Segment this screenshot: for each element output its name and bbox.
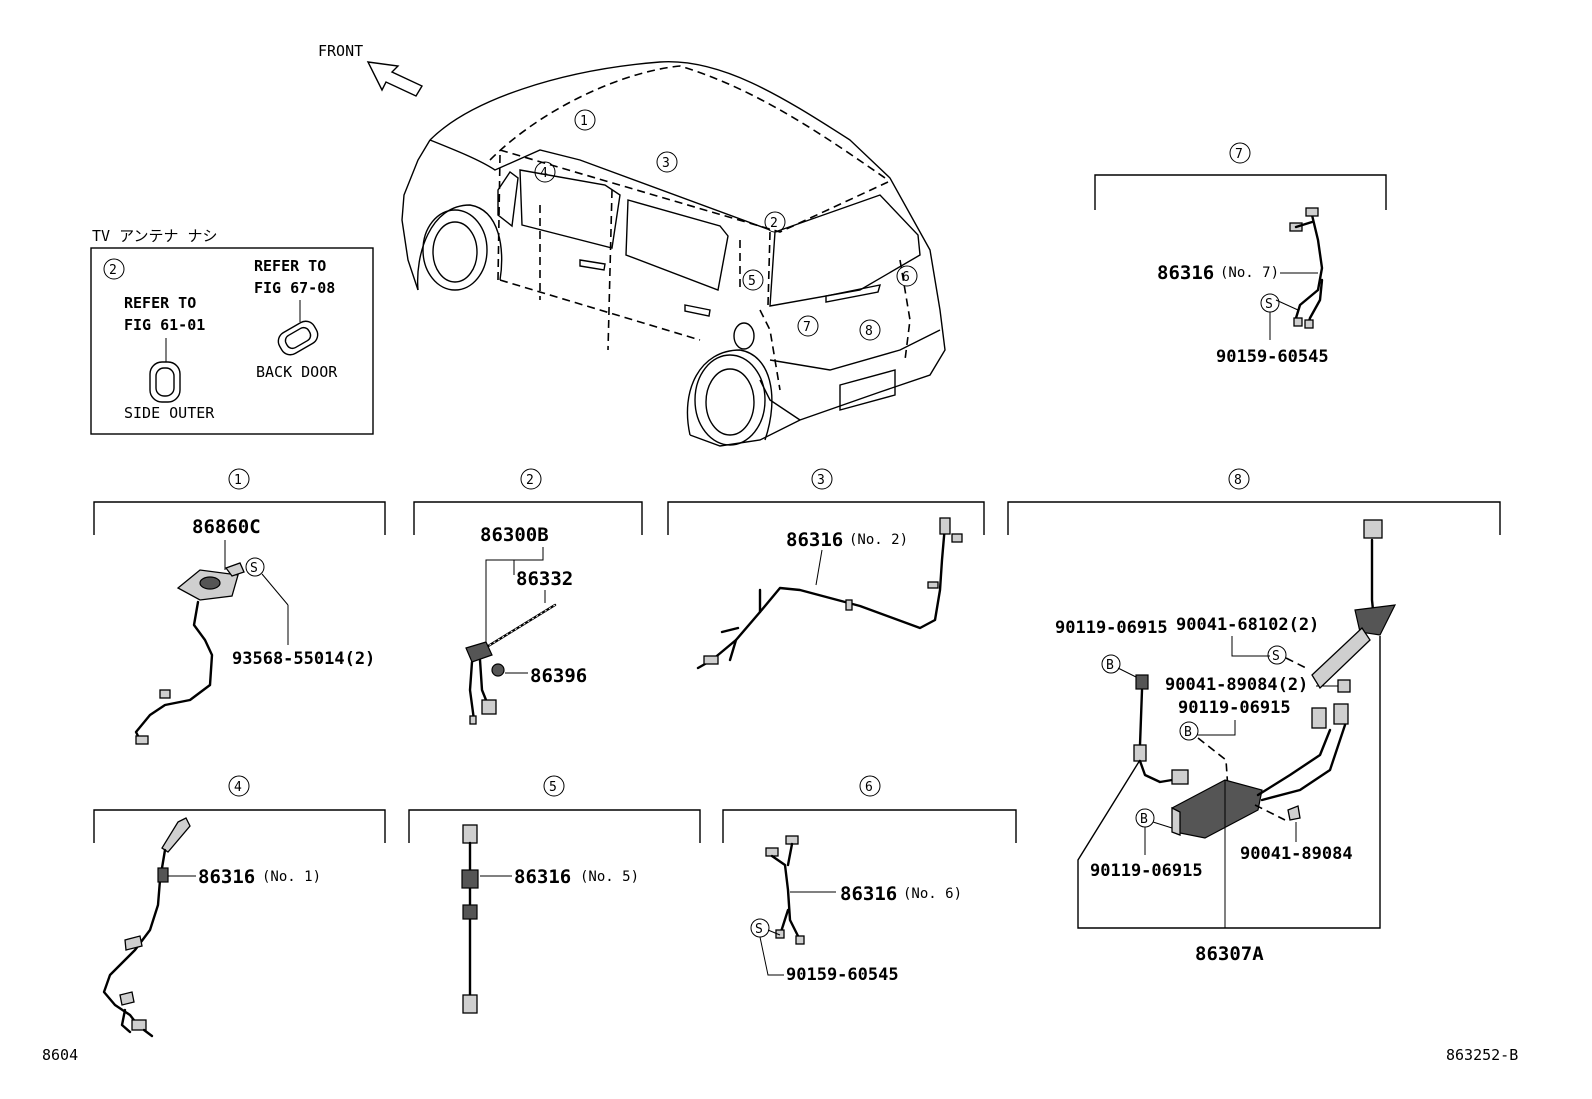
inset-back-door: BACK DOOR: [256, 363, 338, 381]
inset-ref-right-1: REFER TO: [254, 257, 326, 275]
inset-side-outer: SIDE OUTER: [124, 404, 215, 422]
inset-marker: 2: [109, 263, 117, 278]
vehicle-illustration: 1 3 4 2 5 6 7 8: [401, 61, 946, 447]
car-marker-8: 8: [865, 324, 873, 339]
group-6-s-symbol: S: [755, 922, 763, 937]
group-1-part-86860c: 86860C: [192, 516, 261, 538]
inset-ref-left-1: REFER TO: [124, 294, 196, 312]
group-7-marker: 7: [1235, 147, 1243, 162]
group-2-part-86332: 86332: [516, 568, 573, 590]
group-5: 5 86316 (No. 5): [408, 775, 701, 1014]
front-label: FRONT: [318, 42, 363, 60]
group-5-part-no5: (No. 5): [580, 869, 639, 885]
group-2-marker: 2: [526, 473, 534, 488]
group-4-part-86316: 86316: [198, 866, 255, 888]
group-6-part-screw: 90159-60545: [786, 965, 899, 985]
group-7-part-86316: 86316: [1157, 262, 1214, 284]
group-8-part-90119-c: 90119-06915: [1090, 861, 1203, 881]
car-marker-1: 1: [580, 114, 588, 129]
group-4-marker: 4: [234, 780, 242, 795]
group-8-part-90041-89084-2: 90041-89084(2): [1165, 675, 1308, 695]
front-indicator: FRONT: [318, 42, 423, 97]
group-7: 7 86316 (No. 7) S 90159-60545: [1094, 142, 1387, 367]
car-markers: 1 3 4 2 5 6 7 8: [534, 109, 918, 341]
group-8-b-symbol-1: B: [1106, 658, 1114, 673]
group-2: 2 86300B 86332 86396: [413, 468, 643, 725]
group-4-part-no1: (No. 1): [262, 869, 321, 885]
inset-ref-right-2: FIG 67-08: [254, 279, 335, 297]
group-8-part-90041-68102: 90041-68102(2): [1176, 615, 1319, 635]
group-8-part-90041-89084: 90041-89084: [1240, 844, 1353, 864]
group-1-part-screw: 93568-55014(2): [232, 649, 375, 669]
car-marker-6: 6: [902, 270, 910, 285]
group-2-part-86396: 86396: [530, 665, 587, 687]
group-6-part-no6: (No. 6): [903, 886, 962, 902]
group-3: 3 86316 (No. 2): [667, 468, 985, 670]
group-1-s-symbol: S: [250, 561, 258, 576]
group-6: 6 86316 (No. 6) S 90159-60545: [722, 775, 1017, 985]
group-5-marker: 5: [549, 780, 557, 795]
group-3-marker: 3: [817, 473, 825, 488]
car-marker-5: 5: [748, 274, 756, 289]
footer-code-right: 863252-B: [1446, 1046, 1518, 1064]
footer-code-left: 8604: [42, 1046, 78, 1064]
group-8-marker: 8: [1234, 473, 1242, 488]
group-8: 8 90119-06915 90041-68102(2) B S 90041-8…: [1007, 468, 1501, 965]
group-6-marker: 6: [865, 780, 873, 795]
group-1: 1 86860C S 93568-55014(2): [93, 468, 386, 745]
inset-ref-left-2: FIG 61-01: [124, 316, 205, 334]
group-8-part-90119-a: 90119-06915: [1055, 618, 1168, 638]
group-7-part-screw: 90159-60545: [1216, 347, 1329, 367]
inset-box: TV アンテナ ナシ 2 REFER TO FIG 61-01 REFER TO…: [90, 227, 374, 435]
group-8-s-symbol: S: [1272, 649, 1280, 664]
group-8-part-90119-b: 90119-06915: [1178, 698, 1291, 718]
group-2-part-86300b: 86300B: [480, 524, 549, 546]
group-3-part-86316: 86316: [786, 529, 843, 551]
car-marker-2: 2: [770, 216, 778, 231]
front-arrow-icon: [366, 61, 423, 97]
car-marker-7: 7: [803, 320, 811, 335]
group-5-part-86316: 86316: [514, 866, 571, 888]
group-7-s-symbol: S: [1265, 297, 1273, 312]
group-1-marker: 1: [234, 473, 242, 488]
group-6-part-86316: 86316: [840, 883, 897, 905]
car-marker-3: 3: [662, 156, 670, 171]
group-8-part-86307a: 86307A: [1195, 943, 1264, 965]
group-4: 4 86316 (No. 1): [93, 775, 386, 1038]
group-8-b-symbol-3: B: [1140, 812, 1148, 827]
group-7-part-no7: (No. 7): [1220, 265, 1279, 281]
car-marker-4: 4: [540, 166, 548, 181]
inset-title: TV アンテナ ナシ: [92, 227, 218, 245]
group-3-part-no2: (No. 2): [849, 532, 908, 548]
group-8-b-symbol-2: B: [1184, 725, 1192, 740]
